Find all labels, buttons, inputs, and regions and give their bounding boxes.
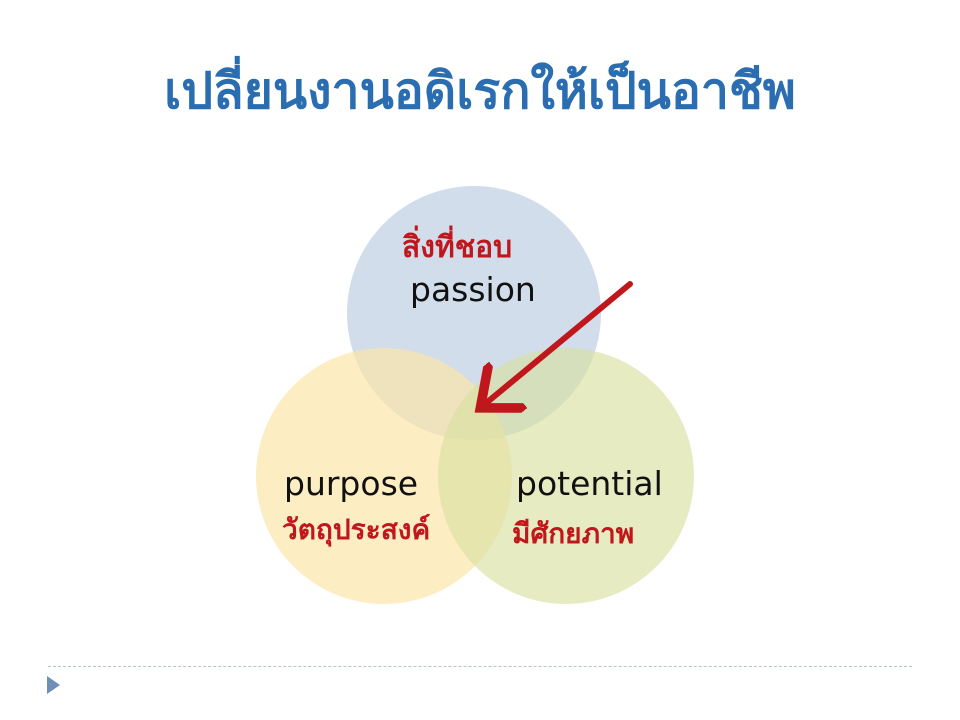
slide-marker-icon bbox=[47, 676, 60, 694]
purpose-label-thai: วัตถุประสงค์ bbox=[282, 513, 431, 546]
passion-label-english: passion bbox=[410, 270, 536, 309]
potential-label-english: potential bbox=[516, 464, 663, 503]
slide-title: เปลี่ยนงานอดิเรกให้เป็นอาชีพ bbox=[164, 62, 796, 120]
venn-circle-purpose bbox=[256, 348, 512, 604]
potential-label-thai: มีศักยภาพ bbox=[512, 517, 635, 550]
footer-divider bbox=[48, 666, 912, 667]
purpose-label-english: purpose bbox=[284, 464, 419, 503]
pointer-arrow bbox=[485, 281, 633, 404]
passion-label-thai: สิ่งที่ชอบ bbox=[402, 230, 513, 265]
